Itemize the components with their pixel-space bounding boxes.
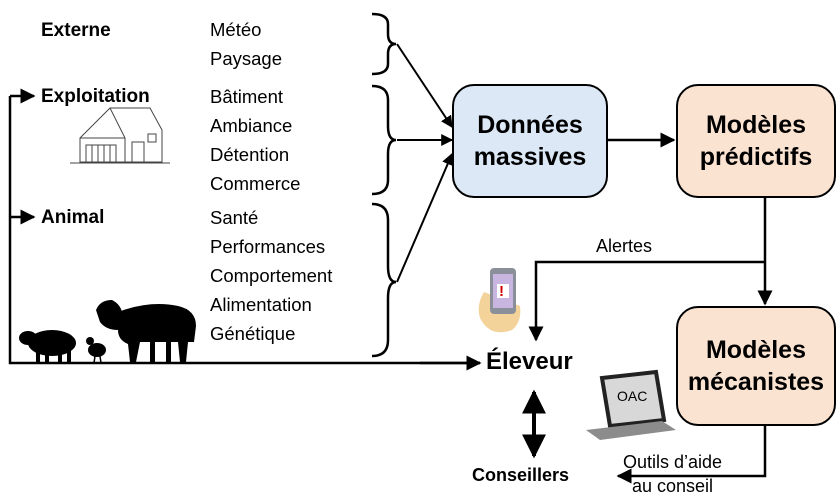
arrow-alertes (528, 260, 765, 342)
items-animal: Santé Performances Comportement Alimenta… (210, 203, 332, 348)
items-externe: Météo Paysage (210, 15, 282, 73)
pig-icon (19, 330, 76, 362)
arrow-mecanistes-outils (616, 424, 767, 484)
box-modeles-predictifs: Modèles prédictifs (676, 84, 836, 198)
item-batiment: Bâtiment (210, 86, 284, 107)
box-donnees-line1: Données (477, 111, 583, 139)
label-eleveur: Éleveur (486, 348, 573, 375)
bracket-externe (371, 12, 397, 76)
phone-alert-glyph: ! (499, 283, 504, 300)
label-outils-line2: au conseil (632, 476, 714, 496)
item-sante: Santé (210, 207, 259, 228)
category-externe: Externe (41, 20, 111, 41)
label-alertes: Alertes (596, 236, 653, 256)
box-predictifs-line1: Modèles (705, 111, 807, 139)
barn-illustration (70, 107, 170, 164)
category-animal: Animal (41, 207, 105, 228)
feedback-loop-line (8, 96, 480, 365)
arrow-externe-donnees (396, 43, 453, 129)
item-genetique: Génétique (210, 323, 296, 344)
item-performances: Performances (210, 236, 326, 257)
laptop-icon (586, 369, 676, 440)
box-predictifs-line2: prédictifs (699, 143, 813, 171)
box-donnees-line2: massives (473, 143, 587, 171)
item-comportement: Comportement (210, 265, 333, 286)
phone-in-hand-icon (478, 268, 521, 333)
bracket-exploitation (371, 84, 397, 196)
item-alimentation: Alimentation (210, 294, 312, 315)
label-conseillers: Conseillers (472, 465, 570, 485)
label-outils-line1: Outils d’aide (623, 452, 723, 472)
item-detention: Détention (210, 144, 290, 165)
bracket-animal (371, 202, 397, 358)
arrow-animal-donnees (396, 152, 454, 283)
item-meteo: Météo (210, 19, 262, 40)
cow-icon (96, 300, 196, 362)
box-mecanistes-line1: Modèles (705, 336, 806, 364)
chicken-icon (86, 337, 106, 364)
box-donnees-massives: Données massives (452, 84, 608, 198)
items-exploitation: Bâtiment Ambiance Détention Commerce (210, 82, 300, 198)
category-exploitation: Exploitation (41, 86, 150, 107)
box-modeles-mecanistes: Modèles mécanistes (676, 306, 836, 426)
box-mecanistes-line2: mécanistes (687, 368, 825, 396)
laptop-screen-label: OAC (617, 388, 648, 404)
item-paysage: Paysage (210, 48, 282, 69)
item-ambiance: Ambiance (210, 115, 293, 136)
item-commerce: Commerce (210, 173, 301, 194)
